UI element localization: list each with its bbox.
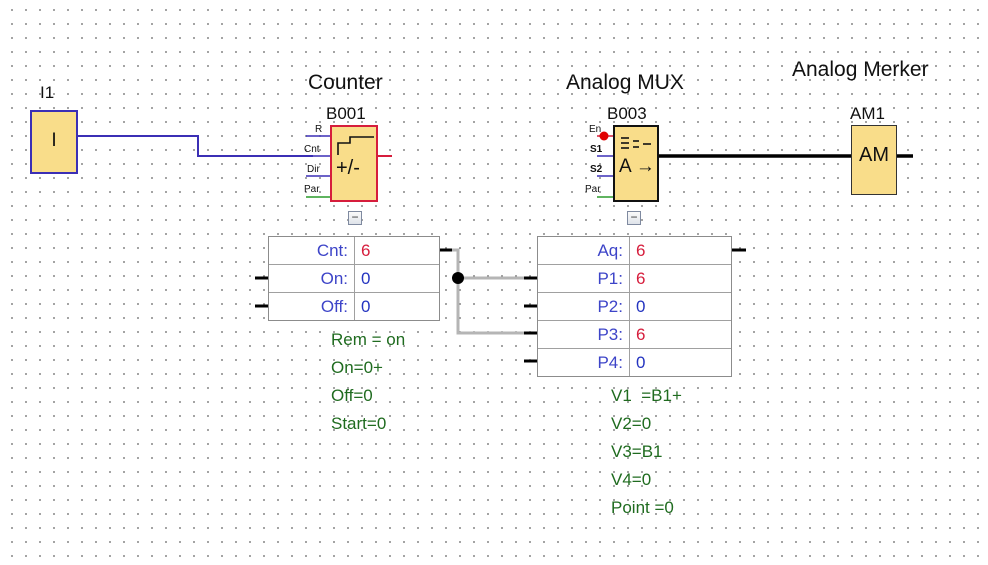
counter-pin-dir: Dir bbox=[307, 164, 320, 175]
param-label: Aq: bbox=[538, 237, 630, 264]
param-value: 0 bbox=[361, 269, 371, 288]
param-label: Cnt: bbox=[269, 237, 355, 264]
counter-block[interactable]: +/- bbox=[330, 125, 378, 202]
param-value: 6 bbox=[361, 241, 371, 260]
param-label: P2: bbox=[538, 293, 630, 320]
mux-note: V4=0 bbox=[611, 470, 652, 489]
mux-note: Point =0 bbox=[611, 498, 674, 517]
counter-collapse-button[interactable]: − bbox=[348, 211, 362, 225]
mux-block[interactable]: A → bbox=[613, 125, 659, 202]
mux-collapse-button[interactable]: − bbox=[627, 211, 641, 225]
param-row[interactable]: Aq: 6 bbox=[538, 237, 731, 265]
param-label: On: bbox=[269, 265, 355, 292]
param-value: 0 bbox=[636, 353, 646, 372]
counter-note: Off=0 bbox=[331, 386, 373, 405]
param-label: Off: bbox=[269, 293, 355, 320]
mux-note: V1 =B1+ bbox=[611, 386, 682, 405]
mux-title: Analog MUX bbox=[566, 71, 684, 94]
mux-enable-dot bbox=[599, 131, 609, 141]
param-label: P3: bbox=[538, 321, 630, 348]
param-row[interactable]: Off: 0 bbox=[269, 293, 439, 321]
list-icon bbox=[621, 137, 651, 149]
counter-note: On=0+ bbox=[331, 358, 383, 377]
mux-note: V2=0 bbox=[611, 414, 652, 433]
counter-symbol: +/- bbox=[336, 157, 360, 179]
param-row[interactable]: P4: 0 bbox=[538, 349, 731, 377]
mux-pin-par: Par bbox=[585, 184, 601, 195]
param-row[interactable]: P1: 6 bbox=[538, 265, 731, 293]
param-link-cnt[interactable] bbox=[452, 248, 526, 335]
param-label: P1: bbox=[538, 265, 630, 292]
counter-title: Counter bbox=[308, 71, 383, 94]
counter-note: Rem = on bbox=[331, 330, 406, 349]
param-value: 6 bbox=[636, 269, 646, 288]
counter-pin-r: R bbox=[315, 124, 323, 135]
am1-title: Analog Merker bbox=[792, 58, 929, 81]
mux-name: B003 bbox=[607, 104, 647, 123]
am1-name: AM1 bbox=[850, 104, 885, 123]
mux-pin-en: En bbox=[589, 124, 602, 135]
i1-symbol: I bbox=[51, 130, 57, 151]
counter-note: Start=0 bbox=[331, 414, 387, 433]
mux-note: V3=B1 bbox=[611, 442, 663, 461]
am1-symbol: AM bbox=[859, 144, 889, 166]
step-ramp-icon bbox=[337, 136, 374, 155]
param-row[interactable]: P2: 0 bbox=[538, 293, 731, 321]
mux-param-table: Aq: 6 P1: 6 P2: 0 P3: 6 P4: 0 bbox=[537, 236, 732, 377]
param-row[interactable]: Cnt: 6 bbox=[269, 237, 439, 265]
mux-pin-s1: S1 bbox=[590, 144, 603, 155]
counter-pin-par: Par bbox=[304, 184, 320, 195]
mux-pin-s2: S2 bbox=[590, 164, 603, 175]
i1-input-block[interactable]: I bbox=[30, 110, 78, 174]
param-value: 0 bbox=[636, 297, 646, 316]
param-link-junction bbox=[452, 272, 464, 284]
counter-name: B001 bbox=[326, 104, 366, 123]
param-value: 0 bbox=[361, 297, 371, 316]
param-row[interactable]: P3: 6 bbox=[538, 321, 731, 349]
param-value: 6 bbox=[636, 241, 646, 260]
counter-pin-cnt: Cnt bbox=[304, 144, 320, 155]
wire-i1-to-counter-cnt[interactable] bbox=[78, 135, 313, 157]
mux-symbol: A → bbox=[619, 156, 655, 177]
param-label: P4: bbox=[538, 349, 630, 376]
param-value: 6 bbox=[636, 325, 646, 344]
i1-name: I1 bbox=[40, 83, 55, 102]
param-row[interactable]: On: 0 bbox=[269, 265, 439, 293]
am1-block[interactable]: AM bbox=[851, 125, 897, 195]
counter-param-table: Cnt: 6 On: 0 Off: 0 bbox=[268, 236, 440, 321]
